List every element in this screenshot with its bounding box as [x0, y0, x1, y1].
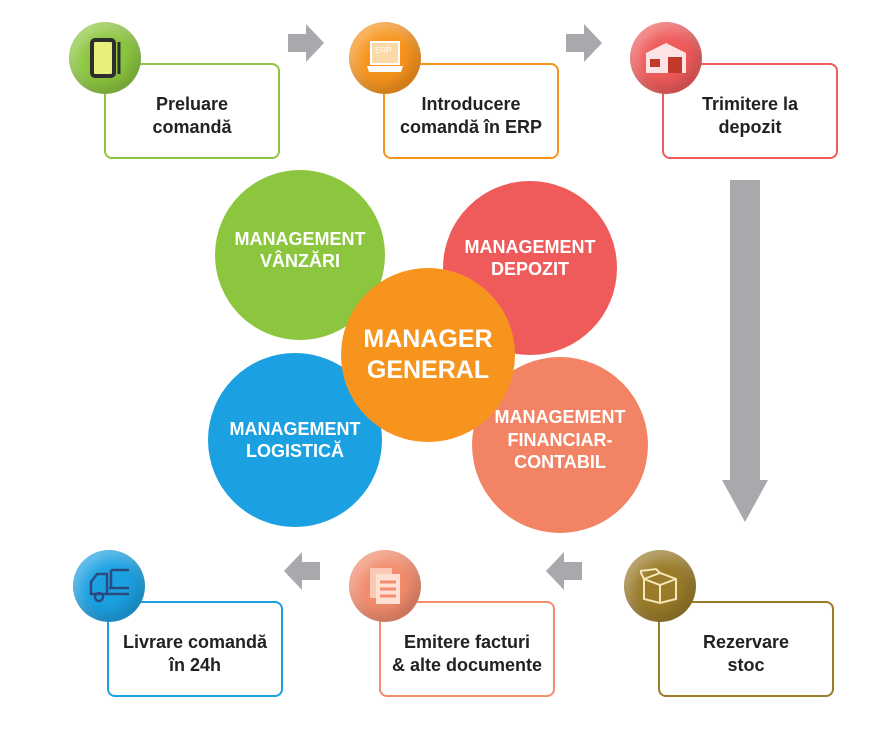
step-emitere-facturi: Emitere facturi & alte documente: [379, 601, 555, 697]
smartphone-icon: [69, 22, 141, 94]
step-label: Preluare comandă: [152, 93, 232, 137]
circle-label: MANAGEMENT FINANCIAR- CONTABIL: [494, 407, 626, 473]
box-icon: [624, 550, 696, 622]
circle-label: MANAGER GENERAL: [363, 324, 493, 384]
arrow-down-icon: [722, 180, 768, 522]
circle-label: MANAGEMENT DEPOZIT: [464, 236, 596, 280]
warehouse-icon: [630, 22, 702, 94]
circle-management-sales: MANAGEMENT VÂNZĂRI: [215, 170, 385, 340]
step-trimitere-depozit: Trimitere la depozit: [662, 63, 838, 159]
truck-icon: [73, 550, 145, 622]
erp-computer-icon: ERP: [349, 22, 421, 94]
step-label: Livrare comandă în 24h: [122, 631, 268, 675]
arrow-left-icon: [284, 552, 320, 590]
step-introducere-erp: Introducere comandă în ERP: [383, 63, 559, 159]
step-label: Introducere comandă în ERP: [399, 93, 543, 137]
documents-icon: [349, 550, 421, 622]
step-label: Emitere facturi & alte documente: [391, 631, 543, 675]
circle-label: MANAGEMENT LOGISTICĂ: [229, 418, 361, 462]
circle-management-finance: MANAGEMENT FINANCIAR- CONTABIL: [472, 357, 648, 533]
arrow-right-icon: [566, 24, 602, 62]
step-label: Trimitere la depozit: [701, 93, 799, 137]
circle-manager-general: MANAGER GENERAL: [341, 268, 515, 442]
circle-management-warehouse: MANAGEMENT DEPOZIT: [443, 181, 617, 355]
arrow-left-icon: [546, 552, 582, 590]
step-label: Rezervare stoc: [702, 631, 790, 675]
svg-text:ERP: ERP: [375, 46, 391, 55]
circle-label: MANAGEMENT VÂNZĂRI: [234, 228, 366, 272]
step-livrare-comanda: Livrare comandă în 24h: [107, 601, 283, 697]
arrow-right-icon: [288, 24, 324, 62]
step-rezervare-stoc: Rezervare stoc: [658, 601, 834, 697]
